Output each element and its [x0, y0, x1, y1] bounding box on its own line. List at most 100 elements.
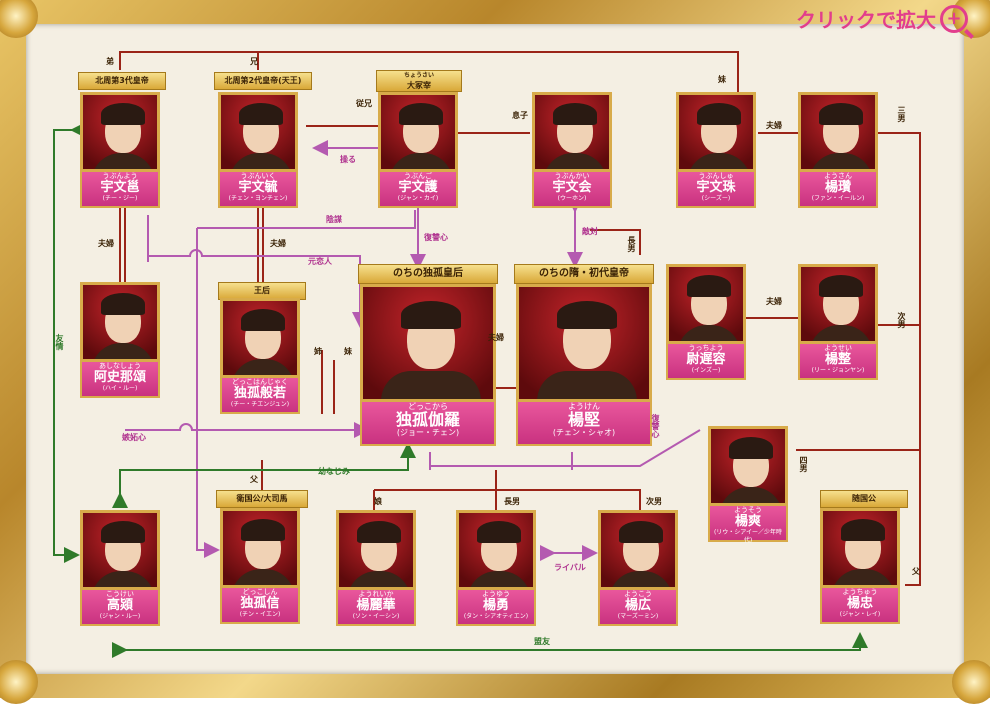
- person-name: 楊堅: [518, 411, 650, 429]
- rel-label: 夫婦: [766, 296, 782, 307]
- actor-name: (チン・イエン): [222, 611, 298, 619]
- person-name: 阿史那頌: [82, 371, 158, 385]
- person-name: 宇文珠: [678, 181, 754, 195]
- rel-label: 姉: [314, 346, 322, 357]
- person-name: 独孤般若: [222, 387, 298, 401]
- title-ruby: ちょうさい: [377, 71, 461, 81]
- title-yubun-go: ちょうさい 大冢宰: [376, 70, 462, 92]
- name-plate: こうけい 高熲 (ジャン・ルー): [80, 588, 160, 626]
- name-plate: うぶんよう 宇文邕 (チー・ジー): [80, 170, 160, 208]
- rel-label: 長男: [626, 236, 637, 252]
- name-plate: ようさん 楊瓚 (ファン・イールン): [798, 170, 878, 208]
- name-plate: ようれいか 楊麗華 (ソン・イーシン): [336, 588, 416, 626]
- title-text: 大冢宰: [377, 81, 461, 91]
- actor-name: (ジャン・ルー): [82, 613, 158, 621]
- portrait: [220, 508, 300, 588]
- person-name: 楊麗華: [338, 599, 414, 613]
- portrait: [516, 284, 652, 402]
- rel-label: 陰謀: [326, 214, 342, 225]
- rel-label: 夫婦: [488, 332, 504, 343]
- rel-label: 盟友: [534, 636, 550, 647]
- portrait: [666, 264, 746, 344]
- actor-name: (ジャン・レイ): [822, 611, 898, 619]
- name-plate: ようせい 楊整 (リー・ジョンヤン): [798, 342, 878, 380]
- person-name: 宇文会: [534, 181, 610, 195]
- rel-label: 夫婦: [766, 120, 782, 131]
- rel-label: 復讐心: [650, 414, 661, 438]
- rel-label: 息子: [512, 110, 528, 121]
- portrait: [598, 510, 678, 590]
- person-name: 宇文毓: [220, 181, 296, 195]
- portrait: [360, 284, 496, 402]
- rel-label: 父: [912, 566, 920, 577]
- name-plate: どっこはんじゃく 独孤般若 (チー・チエンジュン): [220, 376, 300, 414]
- actor-name: (チー・ジー): [82, 195, 158, 203]
- actor-name: (ハイ・ルー): [82, 385, 158, 393]
- title-yubun-yu: 北周第3代皇帝: [78, 72, 166, 90]
- actor-name: (タン・シアオティエン): [458, 613, 534, 621]
- rel-label: 復讐心: [424, 232, 448, 243]
- portrait: [676, 92, 756, 172]
- actor-name: (ウーホン): [534, 195, 610, 203]
- name-plate: ようけん 楊堅 (チェン・シャオ): [516, 400, 652, 446]
- actor-name: (シーズー): [678, 195, 754, 203]
- name-plate: うっちよう 尉遅容 (インズー): [666, 342, 746, 380]
- actor-name: (ジャン・カイ): [380, 195, 456, 203]
- portrait: [456, 510, 536, 590]
- actor-name: (インズー): [668, 367, 744, 375]
- portrait: [798, 92, 878, 172]
- actor-name: (ジョー・チェン): [362, 429, 494, 437]
- portrait: [378, 92, 458, 172]
- rel-label: 弟: [106, 56, 114, 67]
- name-plate: ようそう 楊爽 (リウ・シアイー／少年時代): [708, 504, 788, 542]
- portrait: [80, 510, 160, 590]
- person-name: 楊爽: [710, 515, 786, 529]
- actor-name: (チェン・ヨンチェン): [220, 195, 296, 203]
- person-name: 独孤信: [222, 597, 298, 611]
- rel-label: 兄: [250, 56, 258, 67]
- actor-name: (チェン・シャオ): [518, 429, 650, 437]
- actor-name: (リウ・シアイー／少年時代): [710, 529, 786, 545]
- portrait: [532, 92, 612, 172]
- person-name: 楊瓚: [800, 181, 876, 195]
- rel-label: 次男: [896, 312, 907, 328]
- rel-label: 四男: [798, 456, 809, 472]
- title-yoken: のちの隋・初代皇帝: [514, 264, 654, 284]
- person-name: 高熲: [82, 599, 158, 613]
- portrait: [220, 298, 300, 378]
- person-name: 楊勇: [458, 599, 534, 613]
- name-plate: うぶんいく 宇文毓 (チェン・ヨンチェン): [218, 170, 298, 208]
- rel-label: 嫉妬心: [122, 432, 146, 443]
- name-plate: あしなしょう 阿史那頌 (ハイ・ルー): [80, 360, 160, 398]
- rel-label: 娘: [374, 496, 382, 507]
- actor-name: (チー・チエンジュン): [222, 401, 298, 409]
- person-name: 尉遅容: [668, 353, 744, 367]
- rel-label: 次男: [646, 496, 662, 507]
- person-name: 楊忠: [822, 597, 898, 611]
- person-name: 宇文護: [380, 181, 456, 195]
- title-yochu: 随国公: [820, 490, 908, 508]
- person-name: 独孤伽羅: [362, 411, 494, 429]
- actor-name: (リー・ジョンヤン): [800, 367, 876, 375]
- rel-label: 父: [250, 474, 258, 485]
- actor-name: (ファン・イールン): [800, 195, 876, 203]
- name-plate: ようこう 楊広 (マーズーミン): [598, 588, 678, 626]
- rel-label: 操る: [340, 154, 356, 165]
- rel-label: 妹: [344, 346, 352, 357]
- name-plate: どっこしん 独孤信 (チン・イエン): [220, 586, 300, 624]
- name-plate: うぶんご 宇文護 (ジャン・カイ): [378, 170, 458, 208]
- rel-label: 敵対: [582, 226, 598, 237]
- name-plate: どっこから 独孤伽羅 (ジョー・チェン): [360, 400, 496, 446]
- portrait: [820, 508, 900, 588]
- rel-label: 三男: [896, 106, 907, 122]
- rel-label: 友情: [54, 334, 65, 350]
- name-plate: ようちゅう 楊忠 (ジャン・レイ): [820, 586, 900, 624]
- name-plate: うぶんかい 宇文会 (ウーホン): [532, 170, 612, 208]
- title-dokko-garan: のちの独孤皇后: [358, 264, 498, 284]
- portrait: [218, 92, 298, 172]
- portrait: [80, 282, 160, 362]
- portrait: [798, 264, 878, 344]
- person-name: 楊広: [600, 599, 676, 613]
- name-plate: うぶんしゅ 宇文珠 (シーズー): [676, 170, 756, 208]
- portrait: [80, 92, 160, 172]
